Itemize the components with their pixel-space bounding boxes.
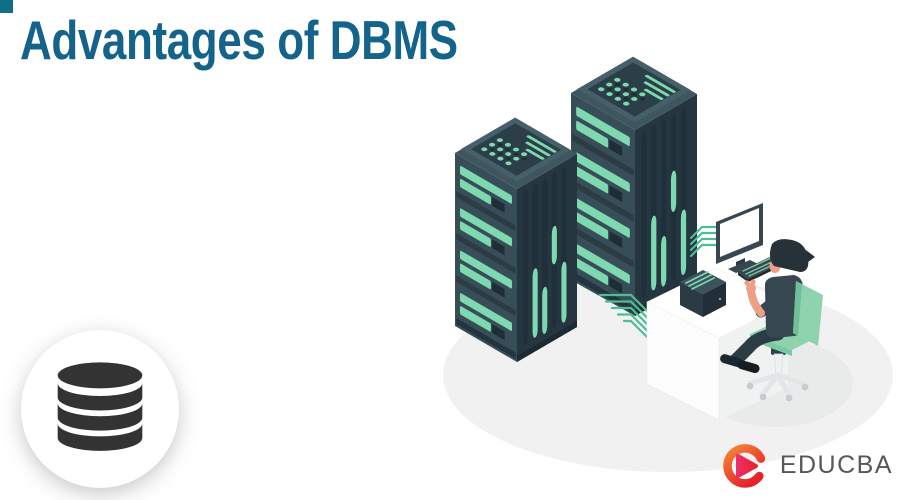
educba-logo: EDUCBA [719, 439, 893, 491]
server-rack-right [571, 57, 697, 316]
person-hair-tuft [806, 250, 815, 262]
server-rack-left [455, 118, 577, 362]
database-badge [21, 330, 179, 488]
person-hair [769, 239, 809, 272]
monitor [716, 203, 763, 273]
page-title: Advantages of DBMS [20, 9, 458, 71]
person-shoe [720, 354, 743, 368]
database-icon [57, 362, 143, 451]
desktop-server-box [680, 270, 726, 317]
person-shoe [737, 360, 760, 374]
server-room-illustration [420, 0, 893, 472]
office-chair-base [746, 347, 809, 402]
person-hand [744, 279, 756, 293]
educba-wordmark: EDUCBA [779, 450, 893, 479]
educba-logo-icon [723, 444, 765, 488]
corner-accent-square [0, 0, 13, 13]
office-chair-backrest [793, 281, 823, 346]
